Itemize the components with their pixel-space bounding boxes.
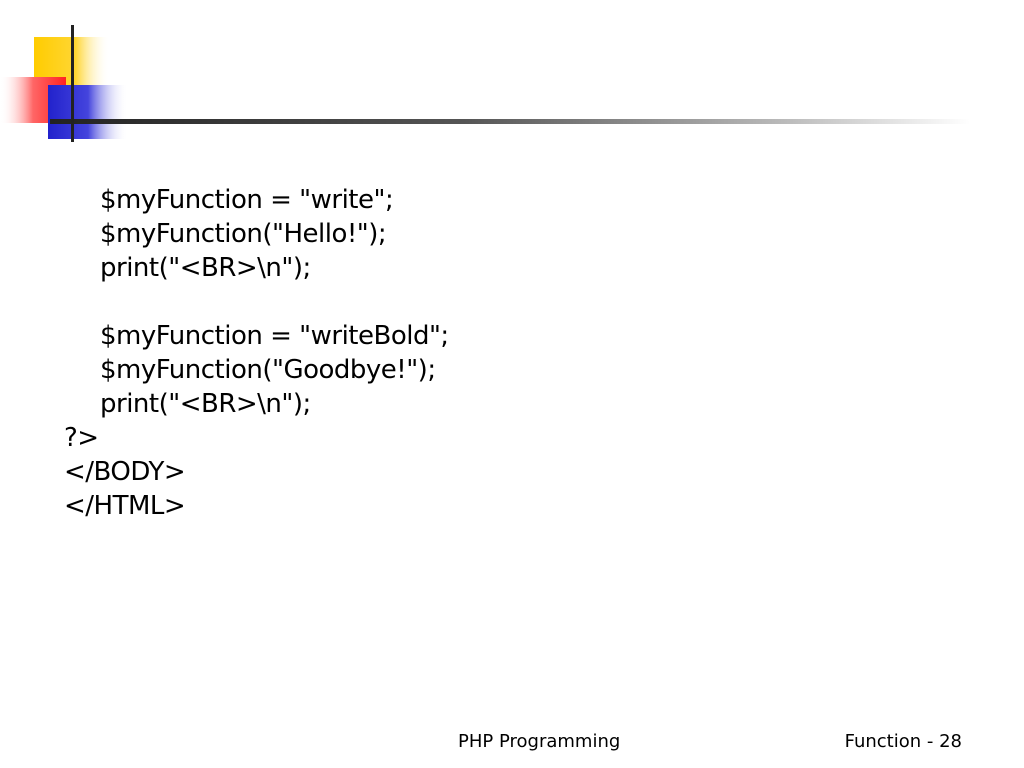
code-line-blank bbox=[0, 285, 1024, 319]
code-line: $myFunction = "writeBold"; bbox=[100, 321, 449, 351]
code-line: print("<BR>\n"); bbox=[100, 389, 311, 419]
code-line: $myFunction("Hello!"); bbox=[100, 219, 387, 249]
code-line: $myFunction = "write"; bbox=[100, 185, 394, 215]
blue-square bbox=[48, 85, 128, 139]
slide-decoration-logo bbox=[0, 25, 970, 142]
code-line: ?> bbox=[64, 423, 99, 453]
code-block: $myFunction = "write"; $myFunction("Hell… bbox=[0, 183, 1024, 523]
horizontal-rule bbox=[50, 119, 970, 124]
code-line: print("<BR>\n"); bbox=[100, 253, 311, 283]
vertical-rule bbox=[71, 25, 74, 142]
code-line: </BODY> bbox=[64, 457, 186, 487]
code-line: $myFunction("Goodbye!"); bbox=[100, 355, 436, 385]
footer-page-number: Function - 28 bbox=[844, 731, 962, 752]
footer-title: PHP Programming bbox=[458, 731, 621, 752]
code-line: </HTML> bbox=[64, 491, 186, 521]
